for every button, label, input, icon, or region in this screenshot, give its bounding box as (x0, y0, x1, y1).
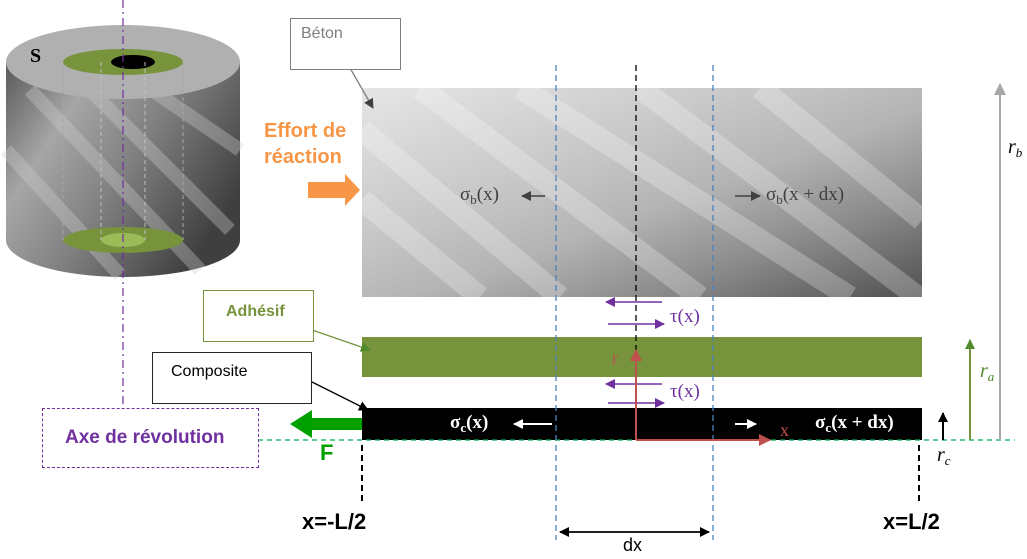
reaction-label-line2: réaction (264, 146, 342, 168)
x-axis-label: x (780, 420, 789, 440)
beton-label-box: Béton (290, 18, 401, 70)
composite-bar (362, 408, 922, 440)
ra-label: ra (980, 360, 995, 384)
force-F-label: F (320, 440, 334, 465)
r-axis-label: r (612, 348, 618, 368)
adhesif-label: Adhésif (226, 303, 285, 320)
reaction-label-line1: Effort de (264, 120, 347, 142)
reaction-force-arrow (308, 174, 360, 206)
composite-label: Composite (171, 363, 248, 380)
adhesif-leader (311, 329, 371, 352)
force-F-arrow (290, 410, 362, 438)
section-S-label: S (30, 45, 42, 67)
x-left-label: x=-L/2 (302, 509, 367, 534)
x-right-label: x=L/2 (883, 509, 940, 534)
rc-label: rc (937, 444, 951, 468)
beton-leader (349, 67, 374, 109)
adhesive-layer (362, 337, 922, 377)
dx-label: dx (623, 535, 643, 555)
sigma-b-x-label: σb(x) (460, 184, 499, 207)
tau-upper-label: τ(x) (670, 306, 700, 327)
adhesif-label-box: Adhésif (203, 290, 314, 342)
tau-lower-label: τ(x) (670, 381, 700, 402)
sigma-c-x-label: σc(x) (450, 412, 489, 435)
sigma-b-x-dx-label: σb(x + dx) (766, 184, 845, 207)
composite-label-box: Composite (152, 352, 312, 404)
composite-leader (311, 381, 369, 411)
axis-label-box: Axe de révolution (42, 408, 259, 468)
axis-label: Axe de révolution (65, 427, 225, 448)
concrete-block (362, 88, 922, 297)
reaction-force-label: Effort de réaction (264, 118, 346, 170)
sigma-c-x-dx-label: σc(x + dx) (815, 412, 894, 435)
rb-label: rb (1008, 136, 1023, 160)
concrete-texture (354, 78, 929, 309)
beton-label: Béton (301, 25, 343, 42)
